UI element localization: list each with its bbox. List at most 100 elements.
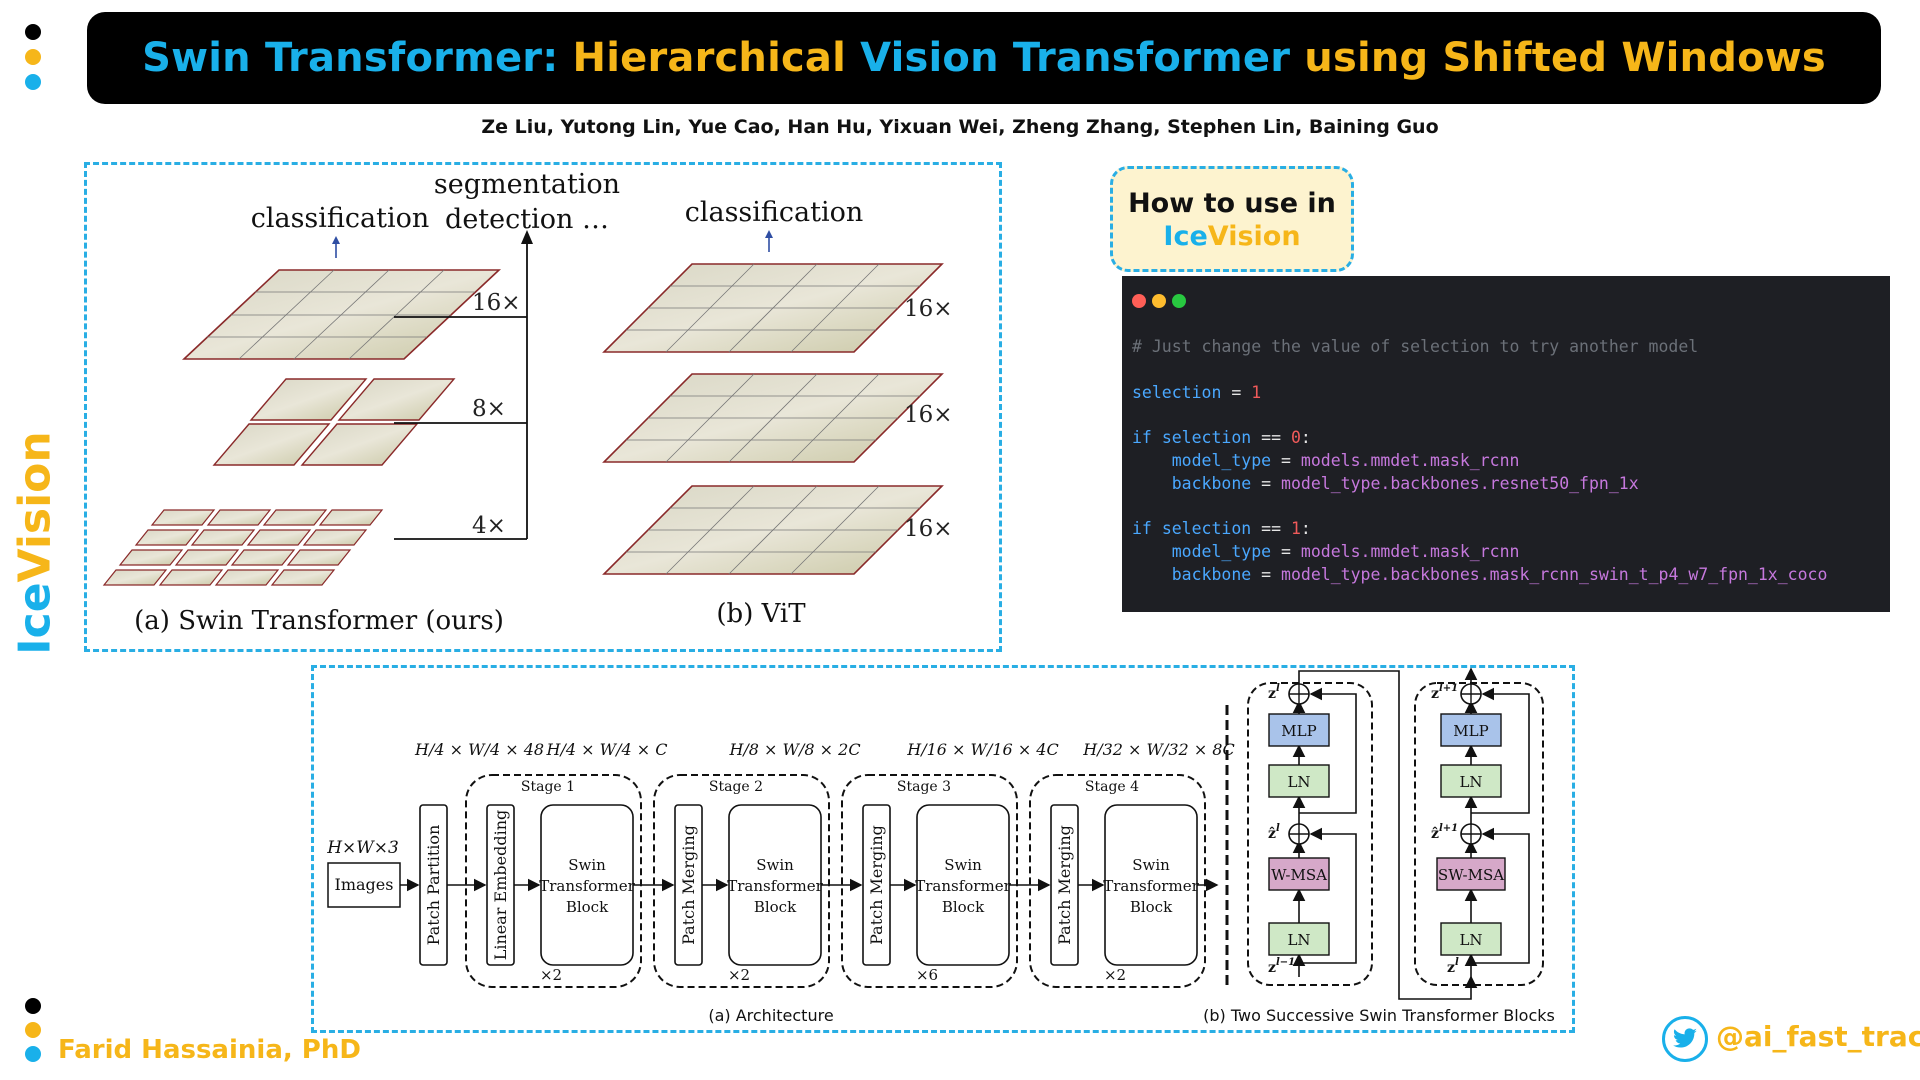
- stage-3-block-l2: Transformer: [915, 877, 1011, 895]
- howto-box: How to use in IceVision: [1110, 166, 1354, 272]
- images-box: [327, 862, 401, 908]
- swin-cls-arrowhead: [332, 236, 340, 244]
- code-block: # Just change the value of selection to …: [1132, 337, 1828, 584]
- block-1-z-mid: ẑl: [1268, 823, 1280, 842]
- stage-4-block-l3: Block: [1130, 898, 1173, 916]
- vit-task-classification: classification: [685, 197, 864, 228]
- stage-1-block-l2: Transformer: [539, 877, 635, 895]
- swin-task-classification: classification: [251, 203, 430, 234]
- authors-line: Ze Liu, Yutong Lin, Yue Cao, Han Hu, Yix…: [481, 116, 1439, 138]
- block-1-frame: [1247, 682, 1373, 986]
- swin-scale-16x: 16×: [472, 290, 521, 316]
- patch-merging-label-2: Patch Merging: [679, 825, 698, 945]
- block-1-ln-top-label: LN: [1287, 773, 1310, 791]
- stage-3-block-l1: Swin: [944, 856, 982, 874]
- stage-3-frame: [841, 774, 1018, 988]
- patch-partition-label: Patch Partition: [424, 825, 443, 946]
- decor-dot-gold: [25, 49, 41, 65]
- stage-1-block-l3: Block: [566, 898, 609, 916]
- twitter-bird-icon: [1672, 1028, 1697, 1048]
- linear-embedding-label: Linear Embedding: [491, 810, 510, 961]
- author-name: Farid Hassainia, PhD: [58, 1035, 361, 1065]
- block-2-z-mid: ẑl+1: [1431, 823, 1458, 842]
- decor-dot-blue-2: [25, 1046, 41, 1062]
- caption-architecture: (a) Architecture: [708, 1006, 833, 1025]
- vit-scale-3: 16×: [904, 516, 953, 542]
- twitter-icon[interactable]: [1662, 1016, 1708, 1062]
- title-part-4: using: [1304, 35, 1443, 81]
- block-1-z-out: zl: [1268, 683, 1280, 702]
- stage-1-frame: [465, 774, 642, 988]
- stage-2-repeat: ×2: [728, 966, 750, 984]
- block-1-z-in: zl−1: [1268, 957, 1295, 976]
- swin-scale-4x: 4×: [472, 513, 506, 539]
- swin-scale-8x: 8×: [472, 396, 506, 422]
- swin-task-segmentation: segmentation: [434, 169, 620, 200]
- block-1-msa: [1268, 857, 1330, 891]
- patch-merging-label-3: Patch Merging: [867, 825, 886, 945]
- vit-scale-1: 16×: [904, 296, 953, 322]
- brand-part-ice: Ice: [9, 581, 61, 655]
- stage-2-block-l1: Swin: [756, 856, 794, 874]
- block-1-ln-top: [1268, 764, 1330, 798]
- howto-title: How to use in: [1128, 188, 1336, 219]
- vit-cls-arrowhead: [765, 230, 773, 238]
- vit-layer-2: [602, 373, 944, 463]
- code-if1-value: 0: [1290, 428, 1301, 448]
- stage-2-block-l2: Transformer: [727, 877, 823, 895]
- caption-vit: (b) ViT: [716, 599, 806, 629]
- side-brand: IceVision: [10, 431, 61, 654]
- swin-layer-4x: [102, 509, 384, 586]
- code-block2-backbone: model_type.backbones.mask_rcnn_swin_t_p4…: [1281, 564, 1828, 584]
- code-if1-var: selection: [1161, 428, 1252, 448]
- stage-2-frame: [653, 774, 830, 988]
- window-maximize-icon[interactable]: [1172, 294, 1186, 308]
- window-minimize-icon[interactable]: [1152, 294, 1166, 308]
- code-if2-value: 1: [1290, 519, 1301, 539]
- twitter-handle[interactable]: @ai_fast_track: [1716, 1020, 1920, 1053]
- block-connection: [1298, 670, 1478, 1000]
- block-2-mlp-label: MLP: [1453, 722, 1488, 740]
- figure-top-svg: 16× 8× 4× classification segmentation de…: [102, 169, 953, 636]
- stage-4-block-l2: Transformer: [1103, 877, 1199, 895]
- figure-top-frame: [84, 162, 1002, 652]
- stage-1-repeat: ×2: [540, 966, 562, 984]
- title-part-3: Vision Transformer: [860, 35, 1305, 81]
- swin-layer-16x: [181, 269, 502, 360]
- stage-4-repeat: ×2: [1104, 966, 1126, 984]
- stage-4-block-l1: Swin: [1132, 856, 1170, 874]
- swin-backbone-lines: [394, 230, 533, 540]
- block-1-ln-bottom: [1268, 922, 1330, 956]
- block-1-ln-bottom-label: LN: [1287, 931, 1310, 949]
- input-dim-label: H×W×3: [326, 838, 399, 858]
- code-selection-var: selection: [1132, 382, 1222, 402]
- title-part-2: Hierarchical: [572, 35, 861, 81]
- stage-4-frame: [1029, 774, 1206, 988]
- stage-2-dim: H/8 × W/8 × 2C: [728, 740, 860, 759]
- block-1-msa-label: W-MSA: [1271, 866, 1327, 884]
- code-selection-value: 1: [1251, 382, 1262, 402]
- stage-3-dim: H/16 × W/16 × 4C: [906, 740, 1058, 759]
- howto-brand-vision: Vision: [1207, 221, 1301, 252]
- block-2-msa-label: SW-MSA: [1438, 866, 1504, 884]
- decor-dot-black-2: [25, 998, 41, 1014]
- stage-2-name: Stage 2: [709, 779, 763, 795]
- block-2-ln-bottom-label: LN: [1459, 931, 1482, 949]
- stage-2-block-l3: Block: [754, 898, 797, 916]
- swin-task-detection: detection …: [445, 204, 609, 235]
- window-close-icon[interactable]: [1132, 294, 1146, 308]
- howto-brand-ice: Ice: [1163, 221, 1208, 252]
- caption-two-blocks: (b) Two Successive Swin Transformer Bloc…: [1203, 1006, 1555, 1025]
- vit-scale-2: 16×: [904, 402, 953, 428]
- stage-1-block-l1: Swin: [568, 856, 606, 874]
- block-2-ln-top-label: LN: [1459, 773, 1482, 791]
- caption-swin: (a) Swin Transformer (ours): [134, 606, 504, 636]
- code-comment: # Just change the value of selection to …: [1132, 337, 1699, 356]
- stage-4-name: Stage 4: [1085, 779, 1139, 795]
- code-window: # Just change the value of selection to …: [1122, 276, 1890, 612]
- patch-merging-label-4: Patch Merging: [1055, 825, 1074, 945]
- block-2-z-out: zl+1: [1431, 683, 1458, 702]
- stage-1-name: Stage 1: [521, 779, 575, 795]
- figure-bottom-frame: [311, 665, 1575, 1033]
- decor-dot-gold-2: [25, 1022, 41, 1038]
